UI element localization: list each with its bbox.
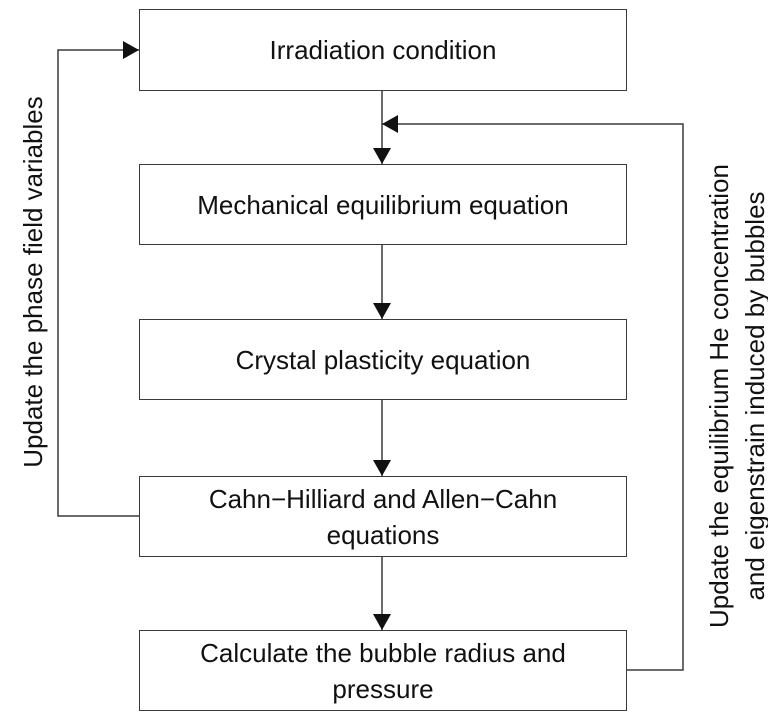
- irradiation-condition-box: Irradiation condition: [139, 9, 627, 91]
- mechanical-equilibrium-label: Mechanical equilibrium equation: [197, 189, 569, 220]
- mechanical-equilibrium-box: Mechanical equilibrium equation: [139, 164, 627, 245]
- feedback-loop-right: [382, 115, 684, 671]
- bubble-calculation-box: Calculate the bubble radius and pressure: [139, 630, 627, 711]
- bubble-calculation-label-line2: pressure: [332, 673, 434, 704]
- cahn-hilliard-label-line2: equations: [326, 519, 440, 550]
- right-feedback-label-line2: and eigenstrain induced by bubbles: [740, 191, 768, 601]
- feedback-loop-left: [57, 41, 139, 517]
- irradiation-condition-label: Irradiation condition: [269, 35, 497, 65]
- right-feedback-label: Update the equilibrium He concentration …: [701, 164, 768, 628]
- bubble-calculation-label-line1: Calculate the bubble radius and: [200, 637, 566, 668]
- crystal-plasticity-label: Crystal plasticity equation: [235, 344, 531, 375]
- cahn-hilliard-box: Cahn−Hilliard and Allen−Cahn equations: [139, 476, 627, 557]
- crystal-plasticity-box: Crystal plasticity equation: [139, 319, 627, 400]
- right-feedback-label-line1: Update the equilibrium He concentration: [704, 164, 734, 628]
- left-feedback-label: Update the phase field variables: [18, 96, 48, 468]
- cahn-hilliard-label-line1: Cahn−Hilliard and Allen−Cahn: [208, 483, 558, 514]
